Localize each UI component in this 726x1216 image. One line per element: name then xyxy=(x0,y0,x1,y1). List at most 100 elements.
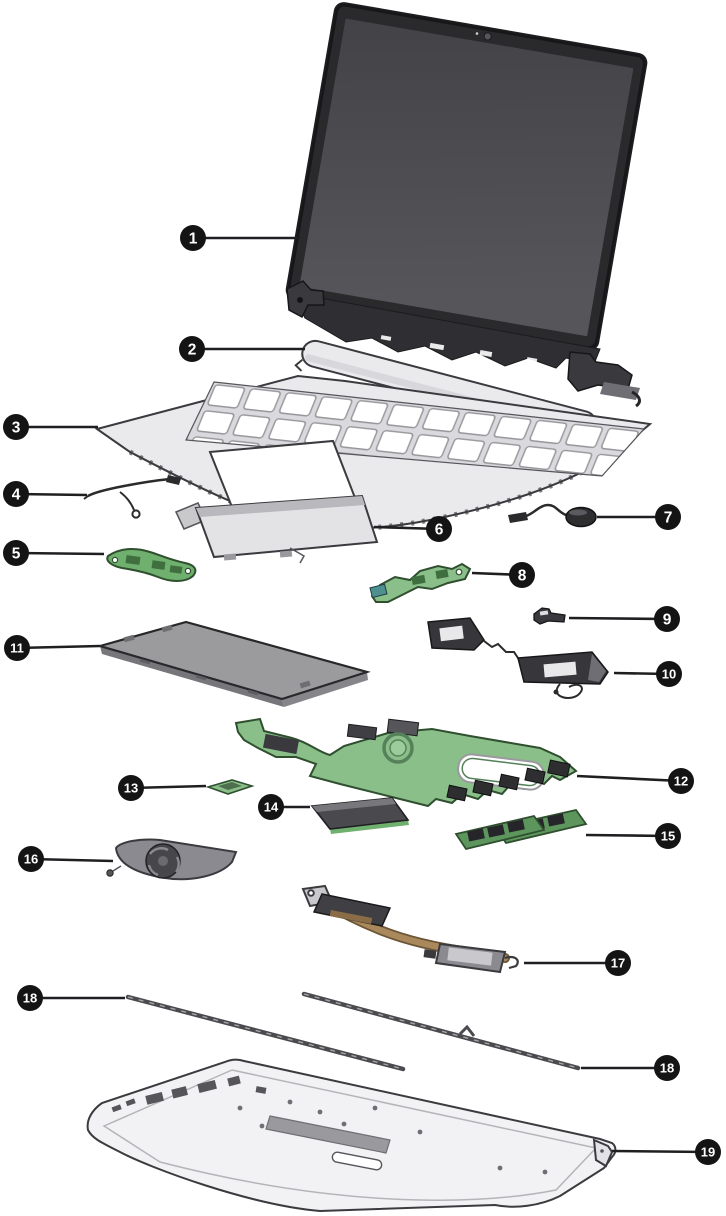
callout-number: 4 xyxy=(12,487,21,504)
callout-balloon xyxy=(605,950,631,976)
callout-balloon xyxy=(668,768,694,794)
callout-hinge-cover: 2 xyxy=(179,336,305,362)
callout-balloon xyxy=(509,562,535,588)
heat-sink-part xyxy=(301,884,519,974)
ssd-module-part xyxy=(310,797,410,834)
left-hinge xyxy=(286,280,325,319)
bottom-cover-right-lip xyxy=(592,1138,614,1168)
callout-leader-line xyxy=(576,774,682,783)
callout-power-connector-cable: 7 xyxy=(597,504,681,530)
fan-part xyxy=(106,838,238,881)
callout-balloon xyxy=(180,225,206,251)
callout-battery: 11 xyxy=(4,635,101,661)
callout-number: 6 xyxy=(435,522,444,539)
callout-balloon xyxy=(18,846,44,872)
webcam-led-icon xyxy=(475,32,479,35)
callout-number: 18 xyxy=(23,991,37,1006)
rubber-strip-right-part xyxy=(301,991,581,1071)
webcam-icon xyxy=(483,32,492,41)
battery-part xyxy=(95,620,371,707)
callout-number: 15 xyxy=(661,829,675,844)
callout-number: 9 xyxy=(663,612,672,629)
bottom-cover-slot xyxy=(331,1151,383,1171)
callout-io-board: 8 xyxy=(471,562,535,588)
callout-balloon xyxy=(656,661,682,687)
display-hinge-cables xyxy=(286,280,641,408)
callout-processor-chip: 13 xyxy=(118,775,207,801)
callout-balloon xyxy=(3,540,29,566)
bottom-cover-vent xyxy=(265,1115,391,1154)
callout-number: 17 xyxy=(611,956,625,971)
callout-balloon xyxy=(655,823,681,849)
callout-number: 8 xyxy=(518,568,527,585)
callout-speakers: 10 xyxy=(613,661,682,687)
callout-balloon xyxy=(118,775,144,801)
callout-leader-line xyxy=(16,644,101,650)
callout-number: 5 xyxy=(12,546,21,563)
keyboard-keys xyxy=(185,381,646,477)
callout-balloon xyxy=(654,1055,680,1081)
bottom-cover-part xyxy=(86,1058,617,1213)
bottom-cover-hinge-mounts xyxy=(111,1075,267,1113)
callout-leader-line xyxy=(585,833,669,838)
callout-power-button-board: 5 xyxy=(3,540,105,566)
callout-balloon xyxy=(258,794,284,820)
callout-number: 16 xyxy=(24,852,38,867)
processor-chip-part xyxy=(205,779,255,795)
memory-modules-part xyxy=(454,808,588,851)
display-assembly xyxy=(285,2,648,408)
callout-rubber-strip-left: 18 xyxy=(17,985,125,1011)
bracket-part xyxy=(533,607,566,625)
callout-leader-line xyxy=(30,857,114,863)
callout-touchpad: 6 xyxy=(373,516,452,542)
callout-display-assembly: 1 xyxy=(180,225,300,251)
callout-number: 1 xyxy=(189,231,198,248)
rubber-strip-left-part xyxy=(125,994,406,1072)
callout-balloon xyxy=(654,606,680,632)
callout-number: 18 xyxy=(660,1061,674,1076)
callout-number: 14 xyxy=(264,800,279,815)
callout-balloon xyxy=(426,516,452,542)
callout-balloon xyxy=(3,414,29,440)
callout-leader-line xyxy=(611,1149,709,1154)
callout-number: 2 xyxy=(188,342,197,359)
callout-system-board: 12 xyxy=(576,768,694,794)
callout-balloon xyxy=(4,635,30,661)
callout-number: 19 xyxy=(701,1145,715,1160)
callout-balloon xyxy=(3,481,29,507)
io-board-part xyxy=(369,562,472,603)
callout-bracket: 9 xyxy=(568,606,680,632)
callout-balloon xyxy=(17,985,43,1011)
callout-rubber-strip-right: 18 xyxy=(581,1055,680,1081)
right-hinge xyxy=(567,351,633,392)
callout-balloon xyxy=(179,336,205,362)
power-connector-part xyxy=(508,503,597,528)
callout-number: 3 xyxy=(12,420,21,437)
speakers-part xyxy=(427,617,609,699)
callout-number: 12 xyxy=(674,774,688,789)
system-board-part xyxy=(234,717,578,808)
callout-leader-line xyxy=(15,551,105,556)
callout-balloon xyxy=(695,1139,721,1165)
callout-bottom-cover: 19 xyxy=(611,1139,721,1165)
callout-number: 11 xyxy=(10,641,24,656)
callout-touchpad-cable: 4 xyxy=(3,481,88,507)
touchpad-cable-part xyxy=(83,475,181,519)
callout-balloon xyxy=(655,504,681,530)
callout-fan: 16 xyxy=(18,846,114,872)
bottom-cover-screw-bosses xyxy=(237,1099,548,1175)
callout-heat-sink: 17 xyxy=(524,950,631,976)
top-cover-keyboard-part xyxy=(94,374,653,532)
touchpad-part xyxy=(174,494,379,564)
memory-module-front xyxy=(454,814,546,851)
power-button-board-part xyxy=(106,547,197,582)
display-screen xyxy=(299,18,634,337)
bottom-cover-inner-rim xyxy=(102,1069,598,1201)
callout-number: 10 xyxy=(662,667,676,682)
callout-ssd-module: 14 xyxy=(258,794,310,820)
callout-number: 7 xyxy=(664,510,673,527)
callout-number: 13 xyxy=(124,781,138,796)
